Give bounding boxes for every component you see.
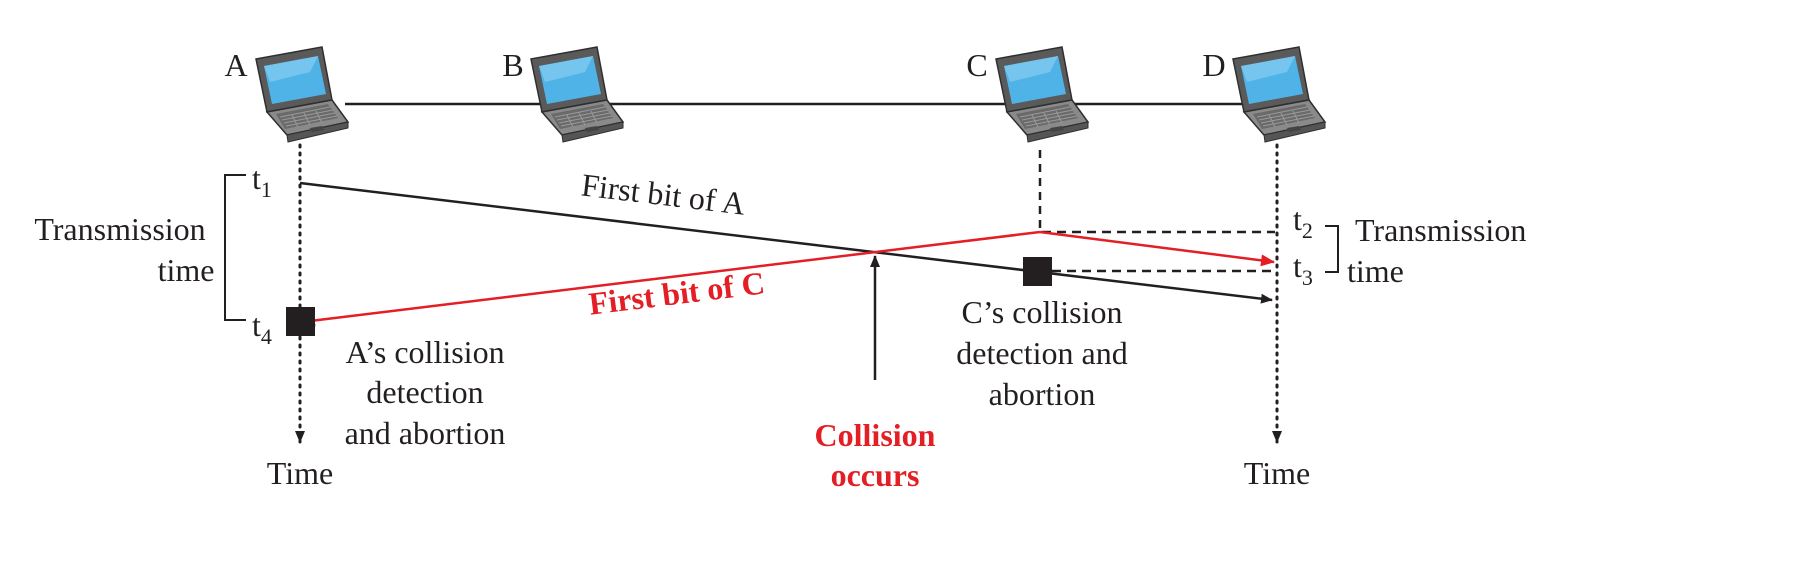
signal-c-right-line — [1039, 230, 1275, 267]
station-label-a: A — [224, 47, 247, 83]
a-collision-line3: and abortion — [345, 415, 506, 451]
first-bit-c-label: First bit of C — [587, 264, 767, 321]
laptop-icon — [255, 46, 349, 143]
c-collision-line2: detection and — [956, 335, 1127, 371]
station-label-d: D — [1202, 47, 1225, 83]
t2-label: t2 — [1293, 201, 1313, 243]
laptop-icon — [995, 46, 1089, 143]
c-collision-line3: abortion — [989, 376, 1096, 412]
station-label-b: B — [502, 47, 523, 83]
left-time-label: time — [158, 252, 215, 288]
right-transmission-label: Transmission — [1355, 212, 1526, 248]
collision-occurs-line1: Collision — [815, 417, 936, 453]
a-collision-line1: A’s collision — [345, 334, 504, 370]
a-collision-line2: detection — [366, 374, 483, 410]
right-bracket — [1325, 225, 1339, 273]
station-label-c: C — [966, 47, 987, 83]
collision-occurs-line2: occurs — [831, 457, 920, 493]
t3-label: t3 — [1293, 248, 1313, 290]
c-collision-line1: C’s collision — [962, 294, 1123, 330]
time-label-left: Time — [267, 455, 333, 491]
signal-a-line — [299, 181, 1273, 304]
time-label-right: Time — [1244, 455, 1310, 491]
collision-marker-a — [286, 307, 315, 336]
first-bit-a-label: First bit of A — [580, 166, 748, 221]
t1-label: t1 — [252, 160, 272, 202]
right-time-label: time — [1347, 253, 1404, 289]
laptop-icon — [1232, 46, 1326, 143]
laptop-icon — [530, 46, 624, 143]
signal-c-left-line — [301, 230, 1041, 327]
left-bracket — [224, 174, 246, 321]
collision-marker-c — [1023, 257, 1052, 286]
left-transmission-label: Transmission — [34, 211, 205, 247]
t4-label: t4 — [252, 307, 272, 349]
